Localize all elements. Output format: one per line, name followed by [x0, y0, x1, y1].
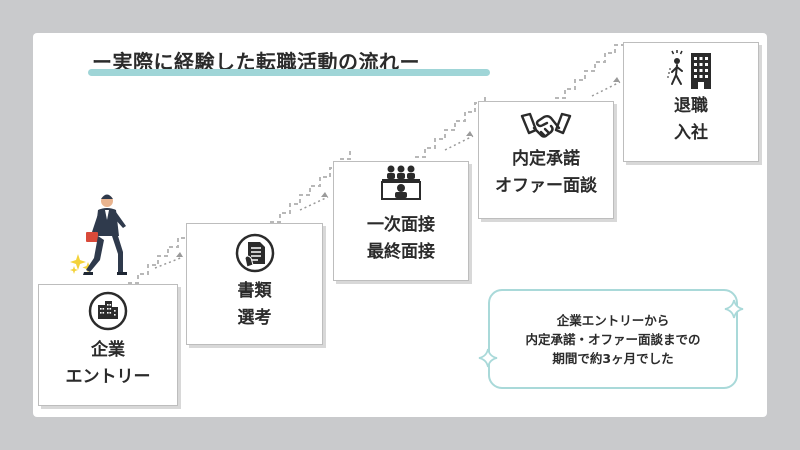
- step-1-line1: 企業: [91, 340, 125, 360]
- stairs-3: [415, 94, 486, 158]
- document-icon: [235, 233, 274, 273]
- leaving-office-icon: [665, 50, 711, 89]
- arrow-3: [444, 135, 474, 151]
- step-resign-and-join: 退職 入社: [623, 42, 759, 162]
- stairs-1: [128, 220, 199, 284]
- note-line2: 内定承諾・オファー面談までの: [525, 332, 701, 347]
- step-offer-acceptance: 内定承諾 オファー面談: [478, 101, 614, 219]
- step-5-line1: 退職: [674, 96, 708, 116]
- step-company-entry: 企業 エントリー: [38, 284, 178, 406]
- step-3-line2: 最終面接: [367, 242, 435, 262]
- step-4-line2: オファー面談: [495, 176, 597, 196]
- step-interviews: 一次面接 最終面接: [333, 161, 469, 281]
- sparkle-icon-left: [478, 348, 498, 368]
- arrow-4: [591, 81, 621, 97]
- arrow-1: [154, 256, 184, 269]
- step-2-line2: 選考: [237, 308, 272, 328]
- interview-icon: [381, 165, 421, 200]
- step-2-line1: 書類: [237, 281, 272, 301]
- step-5-line2: 入社: [674, 123, 708, 143]
- step-4-line1: 内定承諾: [512, 149, 580, 169]
- arrow-2: [299, 196, 329, 211]
- note-line1: 企業エントリーから: [556, 313, 670, 328]
- buildings-icon: [88, 291, 128, 331]
- step-1-line2: エントリー: [65, 367, 151, 387]
- sparkle-icon-right: [724, 299, 744, 319]
- note-line3: 期間で約3ヶ月でした: [552, 351, 674, 366]
- step-3-line1: 一次面接: [367, 215, 435, 235]
- duration-note: 企業エントリーから 内定承諾・オファー面談までの 期間で約3ヶ月でした: [488, 289, 738, 389]
- title-underline: [88, 69, 490, 76]
- businessman-figure: [70, 194, 127, 275]
- handshake-icon: [520, 112, 572, 138]
- step-document-screening: 書類 選考: [186, 223, 323, 345]
